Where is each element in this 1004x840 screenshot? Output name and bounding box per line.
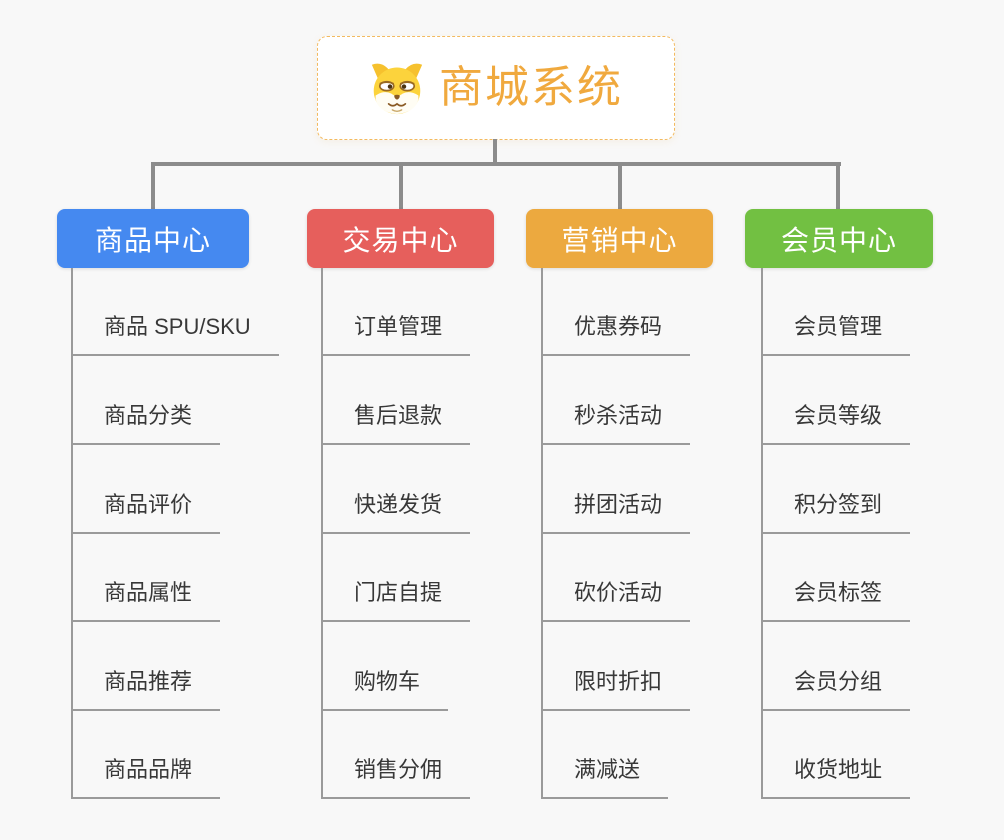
root-node[interactable]: 商城系统 bbox=[317, 36, 675, 140]
child-topic[interactable]: 快递发货 bbox=[321, 488, 471, 534]
child-topic[interactable]: 拼团活动 bbox=[541, 488, 691, 534]
branch-spine-line bbox=[151, 162, 841, 166]
root-connector-line bbox=[493, 139, 497, 164]
child-topic[interactable]: 门店自提 bbox=[321, 576, 471, 622]
branch-drop-line bbox=[151, 162, 155, 210]
child-topic[interactable]: 商品品牌 bbox=[71, 753, 221, 799]
child-topic[interactable]: 销售分佣 bbox=[321, 753, 471, 799]
child-topic[interactable]: 限时折扣 bbox=[541, 665, 691, 711]
child-topic[interactable]: 会员标签 bbox=[761, 576, 911, 622]
child-topic[interactable]: 积分签到 bbox=[761, 488, 911, 534]
child-topic[interactable]: 会员分组 bbox=[761, 665, 911, 711]
child-topic[interactable]: 订单管理 bbox=[321, 310, 471, 356]
child-topic[interactable]: 商品 SPU/SKU bbox=[71, 310, 279, 356]
child-topic[interactable]: 砍价活动 bbox=[541, 576, 691, 622]
branch-node-products[interactable]: 商品中心 bbox=[57, 209, 249, 268]
child-topic[interactable]: 收货地址 bbox=[761, 753, 911, 799]
child-topic[interactable]: 满减送 bbox=[541, 753, 669, 799]
child-topic[interactable]: 购物车 bbox=[321, 665, 449, 711]
child-topic[interactable]: 商品评价 bbox=[71, 488, 221, 534]
child-topic[interactable]: 商品分类 bbox=[71, 399, 221, 445]
child-topic[interactable]: 商品属性 bbox=[71, 576, 221, 622]
branch-node-members[interactable]: 会员中心 bbox=[745, 209, 933, 268]
branch-node-marketing[interactable]: 营销中心 bbox=[526, 209, 713, 268]
child-topic[interactable]: 售后退款 bbox=[321, 399, 471, 445]
child-topic[interactable]: 会员管理 bbox=[761, 310, 911, 356]
branch-node-trade[interactable]: 交易中心 bbox=[307, 209, 494, 268]
root-title: 商城系统 bbox=[439, 63, 623, 112]
child-topic[interactable]: 商品推荐 bbox=[71, 665, 221, 711]
branch-drop-line bbox=[399, 162, 403, 210]
branch-drop-line bbox=[618, 162, 622, 210]
branch-drop-line bbox=[836, 162, 840, 210]
child-topic[interactable]: 秒杀活动 bbox=[541, 399, 691, 445]
dog-face-icon bbox=[371, 63, 423, 115]
child-topic[interactable]: 会员等级 bbox=[761, 399, 911, 445]
child-topic[interactable]: 优惠券码 bbox=[541, 310, 691, 356]
